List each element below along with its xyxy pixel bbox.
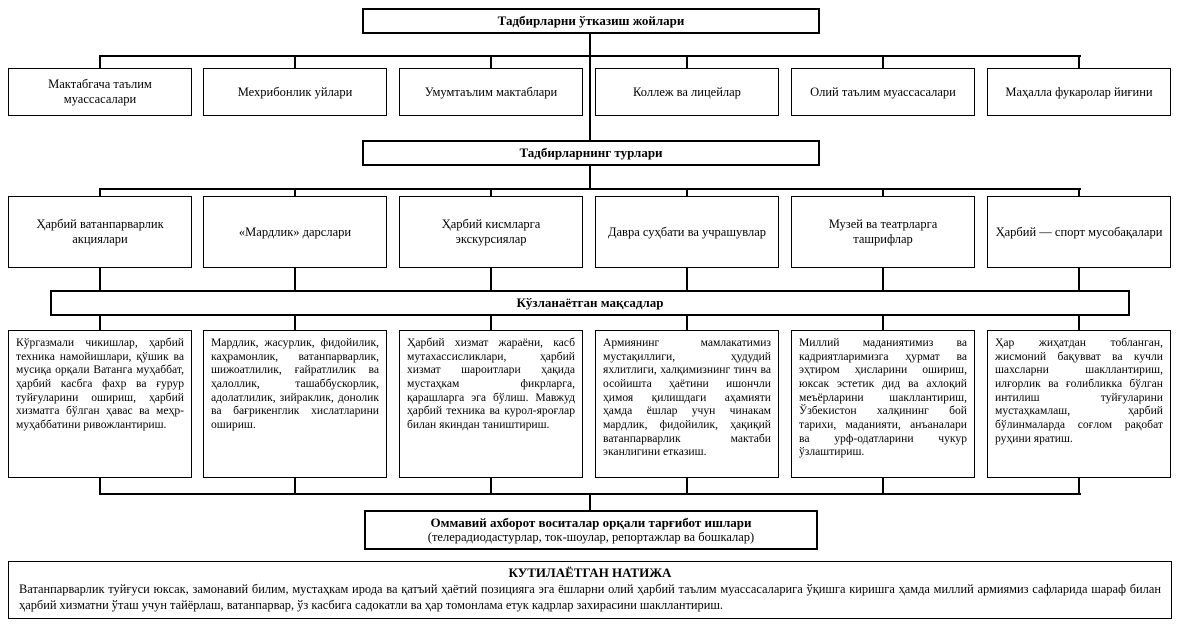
event-places-title-label: Тадбирларни ўтказиш жойлари xyxy=(497,13,685,29)
connector-line xyxy=(99,55,101,68)
connector-line xyxy=(686,55,688,68)
connector-line xyxy=(490,188,492,196)
place-label: Мехрибонлик уйлари xyxy=(237,84,353,99)
connector-line xyxy=(1078,316,1080,330)
place-box-higher-education: Олий таълим муассасалари xyxy=(791,68,975,116)
connector-line xyxy=(294,316,296,330)
goal-text: Ҳарбий хизмат жараёни, касб мутахассисли… xyxy=(407,336,575,432)
type-label: Музей ва театрларга ташрифлар xyxy=(828,217,938,246)
connector-line xyxy=(99,188,1081,190)
type-label: Ҳарбий — спорт мусобақалари xyxy=(995,224,1163,239)
connector-line xyxy=(882,55,884,68)
connector-line xyxy=(99,478,101,493)
connector-line xyxy=(294,188,296,196)
goal-box-5: Миллий маданиятимиз ва кадриятларимизга … xyxy=(791,330,975,478)
type-box-military-excursions: Ҳарбий кисмларга экскурсиялар xyxy=(399,196,583,268)
place-box-colleges: Коллеж ва лицейлар xyxy=(595,68,779,116)
box-event-places-title: Тадбирларни ўтказиш жойлари xyxy=(362,8,820,34)
connector-line xyxy=(686,268,688,290)
connector-line xyxy=(99,188,101,196)
type-label: «Мардлик» дарслари xyxy=(238,224,352,239)
connector-line xyxy=(686,188,688,196)
expected-result-title: КУТИЛАЁТГАН НАТИЖА xyxy=(508,565,672,580)
goal-text: Миллий маданиятимиз ва кадриятларимизга … xyxy=(799,336,967,459)
type-box-courage-lessons: «Мардлик» дарслари xyxy=(203,196,387,268)
connector-line xyxy=(294,55,296,68)
connector-line xyxy=(99,316,101,330)
event-types-title-label: Тадбирларнинг турлари xyxy=(519,145,663,161)
goals-title-label: Кўзланаётган мақсадлар xyxy=(516,295,664,311)
goal-text: Мардлик, жасурлик, фидойилик, каҳрамонли… xyxy=(211,336,379,432)
goal-text: Кўргазмали чикишлар, ҳарбий техника намо… xyxy=(16,336,184,432)
connector-line xyxy=(1078,188,1080,196)
type-box-roundtables: Давра суҳбати ва учрашувлар xyxy=(595,196,779,268)
place-box-mercy-homes: Мехрибонлик уйлари xyxy=(203,68,387,116)
connector-line xyxy=(686,478,688,493)
connector-line xyxy=(99,268,101,290)
connector-line xyxy=(686,316,688,330)
connector-line xyxy=(490,268,492,290)
media-subtitle-label: (телерадиодастурлар, ток-шоулар, репорта… xyxy=(427,530,755,545)
place-label: Маҳалла фукаролар йиғини xyxy=(1005,84,1153,99)
connector-line xyxy=(589,166,591,188)
connector-line xyxy=(490,316,492,330)
connector-line xyxy=(1078,268,1080,290)
box-event-types-title: Тадбирларнинг турлари xyxy=(362,140,820,166)
expected-result-body: Ватанпарварлик туйғуси юксак, замонавий … xyxy=(19,581,1161,612)
connector-line xyxy=(589,34,591,55)
connector-line xyxy=(589,493,591,510)
type-box-patriotic-actions: Ҳарбий ватанпарварлик акциялари xyxy=(8,196,192,268)
connector-line xyxy=(1078,478,1080,493)
place-label: Умумтаълим мактаблари xyxy=(424,84,558,99)
media-title-label: Оммавий ахборот воситалар орқали тарғибо… xyxy=(430,514,752,530)
place-box-preschool: Мактабгача таълим муассасалари xyxy=(8,68,192,116)
goal-text: Армиянинг мамлакатимиз мустақиллиги, ҳуд… xyxy=(603,336,771,459)
place-box-mahalla: Маҳалла фукаролар йиғини xyxy=(987,68,1171,116)
connector-line xyxy=(1078,55,1080,68)
connector-line xyxy=(294,268,296,290)
goal-box-1: Кўргазмали чикишлар, ҳарбий техника намо… xyxy=(8,330,192,478)
goal-text: Ҳар жиҳатдан тобланган, жисмоний бақувва… xyxy=(995,336,1163,445)
connector-line xyxy=(294,478,296,493)
goal-box-3: Ҳарбий хизмат жараёни, касб мутахассисли… xyxy=(399,330,583,478)
connector-line xyxy=(882,268,884,290)
connector-line xyxy=(882,478,884,493)
type-label: Ҳарбий кисмларга экскурсиялар xyxy=(441,217,541,246)
connector-line xyxy=(490,478,492,493)
place-box-schools: Умумтаълим мактаблари xyxy=(399,68,583,116)
type-label: Ҳарбий ватанпарварлик акциялари xyxy=(36,217,164,246)
place-label: Мактабгача таълим муассасалари xyxy=(48,77,152,106)
type-box-military-sport: Ҳарбий — спорт мусобақалари xyxy=(987,196,1171,268)
goal-box-2: Мардлик, жасурлик, фидойилик, каҳрамонли… xyxy=(203,330,387,478)
type-label: Давра суҳбати ва учрашувлар xyxy=(607,224,767,239)
box-goals-title: Кўзланаётган мақсадлар xyxy=(50,290,1130,316)
connector-line xyxy=(589,55,591,140)
box-media-propaganda: Оммавий ахборот воситалар орқали тарғибо… xyxy=(364,510,818,550)
connector-line xyxy=(490,55,492,68)
connector-line xyxy=(882,188,884,196)
connector-line xyxy=(882,316,884,330)
goal-box-4: Армиянинг мамлакатимиз мустақиллиги, ҳуд… xyxy=(595,330,779,478)
goal-box-6: Ҳар жиҳатдан тобланган, жисмоний бақувва… xyxy=(987,330,1171,478)
place-label: Коллеж ва лицейлар xyxy=(633,84,741,99)
type-box-museum-theatre-visits: Музей ва театрларга ташрифлар xyxy=(791,196,975,268)
place-label: Олий таълим муассасалари xyxy=(810,84,956,99)
box-expected-result: КУТИЛАЁТГАН НАТИЖА Ватанпарварлик туйғус… xyxy=(8,561,1172,619)
